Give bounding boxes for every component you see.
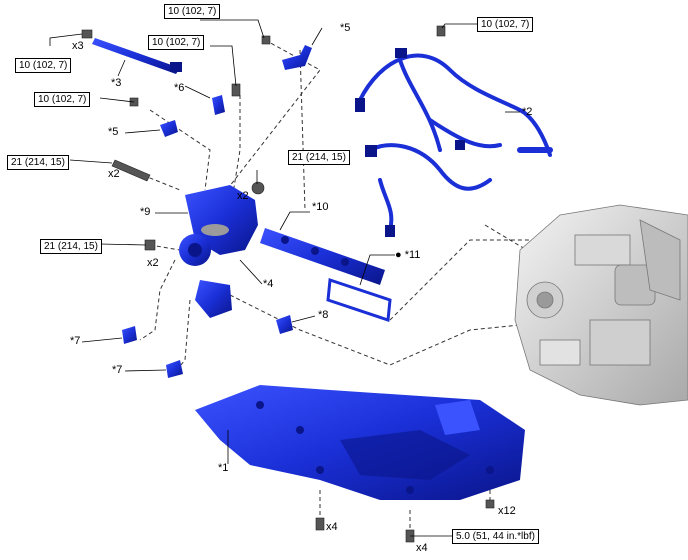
quantity-label: x2 (147, 257, 159, 269)
callout-8: *8 (318, 309, 329, 321)
harness-connectors (355, 48, 465, 237)
torque-spec-box: 10 (102, 7) (15, 58, 72, 73)
callout-6: *6 (174, 82, 185, 94)
engine-undercover-part-1 (195, 385, 525, 500)
callout-2: *2 (522, 106, 533, 118)
callout-4: *4 (263, 278, 274, 290)
callout-7: *7 (112, 364, 123, 376)
quantity-label: x2 (237, 190, 249, 202)
bracket-part-6 (212, 95, 225, 115)
wire-harness (358, 53, 553, 232)
torque-spec-box: 21 (214, 15) (40, 239, 102, 254)
bracket-part-5b (160, 120, 178, 137)
quantity-label: x4 (326, 521, 338, 533)
quantity-label: x12 (498, 505, 516, 517)
gasket-part-11 (326, 277, 392, 323)
callout-9: *9 (140, 206, 151, 218)
quantity-label: x2 (108, 168, 120, 180)
bracket-part-5a (282, 45, 312, 70)
torque-spec-box: 5.0 (51, 44 in.*lbf) (452, 529, 539, 544)
callout-11: ● *11 (395, 249, 421, 261)
callout-7: *7 (70, 335, 81, 347)
callout-5: *5 (340, 22, 351, 34)
engine-block (514, 204, 688, 406)
torque-spec-box: 21 (214, 15) (7, 155, 69, 170)
torque-spec-box: 10 (102, 7) (34, 92, 91, 107)
callout-10: *10 (312, 201, 329, 213)
quantity-label: x4 (416, 542, 428, 554)
callout-5: *5 (108, 126, 119, 138)
bracket-part-8 (276, 315, 293, 334)
torque-spec-box: 10 (102, 7) (477, 17, 534, 32)
callout-1: *1 (218, 462, 229, 474)
torque-spec-box: 10 (102, 7) (164, 4, 221, 19)
clamp-part-7a (122, 326, 137, 344)
callout-3: *3 (111, 77, 122, 89)
leader-lines (49, 19, 520, 537)
torque-spec-box: 21 (214, 15) (288, 150, 350, 165)
turbocharger-assembly (179, 185, 258, 318)
clamp-part-7b (166, 360, 183, 378)
torque-spec-box: 10 (102, 7) (148, 35, 205, 50)
quantity-label: x3 (72, 40, 84, 52)
intake-manifold-part-10 (260, 228, 385, 285)
bracket-part-3 (92, 38, 182, 74)
